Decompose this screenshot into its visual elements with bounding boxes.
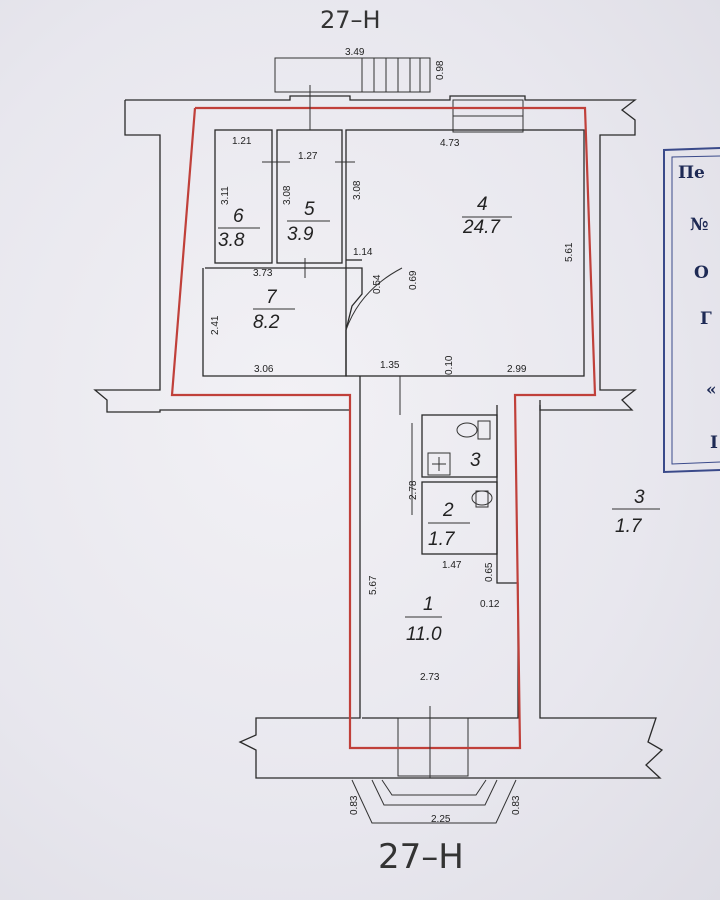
dim-25: 0.83 [349, 795, 360, 815]
room-2-label: 2 1.7 [428, 500, 470, 550]
room-4-label: 4 24.7 [462, 194, 512, 238]
svg-text:3: 3 [634, 487, 645, 508]
upper-block-walls [93, 95, 637, 413]
top-stairs [274, 57, 431, 93]
dim-26: 2.25 [431, 814, 451, 825]
room-3-label: 3 [470, 450, 481, 471]
bathroom-walls [421, 414, 498, 555]
room-6-label: 6 3.8 [218, 206, 260, 251]
svg-text:3: 3 [470, 450, 481, 471]
svg-text:24.7: 24.7 [462, 217, 501, 238]
svg-text:8.2: 8.2 [253, 312, 280, 333]
outside-room-label: 3 1.7 [612, 487, 660, 537]
svg-text:Г: Г [700, 309, 712, 329]
axis-label-top: 27–H [320, 6, 381, 34]
room-labels: 1 11.0 2 1.7 3 4 24.7 5 3.9 6 3.8 7 [218, 194, 660, 645]
svg-text:1.7: 1.7 [428, 529, 456, 550]
ownership-outline [170, 106, 597, 750]
svg-text:3.8: 3.8 [218, 230, 245, 251]
dim-2: 0.98 [435, 60, 446, 80]
dim-11: 0.69 [408, 270, 419, 290]
dim-18: 2.99 [507, 364, 527, 375]
dim-27: 0.83 [511, 795, 522, 815]
svg-text:2: 2 [442, 500, 454, 521]
dim-8: 3.08 [352, 180, 363, 200]
dim-9: 5.61 [564, 242, 575, 262]
room-1-label: 1 11.0 [405, 594, 442, 645]
dim-13: 3.73 [253, 268, 273, 279]
svg-text:1: 1 [423, 594, 434, 615]
axis-label-bottom: 27–H [378, 837, 464, 877]
dim-7: 3.08 [282, 185, 293, 205]
interior-walls [202, 129, 585, 377]
dim-14: 2.41 [210, 315, 221, 335]
room-7-label: 7 8.2 [253, 287, 295, 333]
dim-19: 2.78 [408, 480, 419, 500]
dim-12: 0.54 [372, 274, 383, 294]
dim-4: 1.27 [298, 151, 318, 162]
svg-text:5: 5 [304, 199, 315, 220]
svg-text:«: « [706, 380, 717, 400]
svg-text:Пе: Пе [678, 163, 705, 183]
svg-text:7: 7 [266, 287, 278, 308]
svg-text:№: № [690, 215, 708, 235]
dimension-ticks [262, 85, 431, 778]
dim-3: 1.21 [232, 136, 252, 147]
svg-text:3.9: 3.9 [287, 224, 314, 245]
lower-block-walls [238, 376, 664, 824]
dim-21: 1.47 [442, 560, 462, 571]
dim-1: 3.49 [345, 47, 365, 58]
room-5-label: 5 3.9 [287, 199, 330, 245]
dim-22: 0.65 [484, 562, 495, 582]
dim-17: 0.10 [444, 355, 455, 375]
dim-16: 1.35 [380, 360, 400, 371]
svg-text:6: 6 [233, 206, 244, 227]
stamp-fragment: Пе № О Г « I [663, 147, 720, 474]
svg-text:I: I [710, 433, 718, 453]
dim-15: 3.06 [254, 364, 274, 375]
dimension-labels: 3.49 0.98 1.21 1.27 4.73 3.11 3.08 3.08 … [210, 47, 575, 825]
dim-5: 4.73 [440, 138, 460, 149]
dim-10: 1.14 [353, 247, 373, 258]
svg-text:11.0: 11.0 [406, 624, 442, 645]
svg-text:1.7: 1.7 [615, 516, 643, 537]
dim-24: 2.73 [420, 672, 440, 683]
dim-23: 0.12 [480, 599, 500, 610]
svg-text:4: 4 [477, 194, 488, 215]
dim-6: 3.11 [220, 186, 231, 205]
dim-20: 5.67 [368, 575, 379, 595]
svg-text:О: О [694, 263, 709, 283]
